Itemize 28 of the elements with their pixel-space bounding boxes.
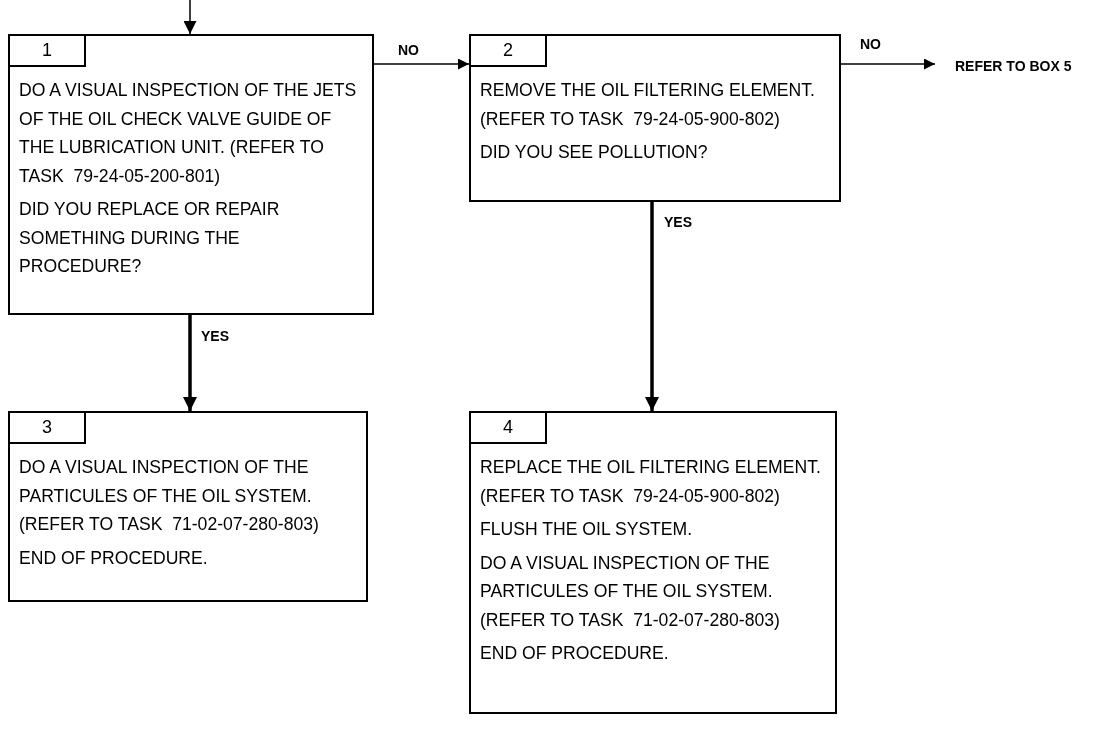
arrow (840, 58, 936, 70)
step-box (8, 411, 368, 602)
edge-label: YES (201, 328, 229, 344)
step-text: DO A VISUAL INSPECTION OF THE PARTICULES OF THE OIL SYSTEM. (REFER TO TASK 71-02-07-280-803) (480, 551, 781, 632)
step-text: END OF PROCEDURE. (19, 546, 209, 570)
edge-label: YES (664, 214, 692, 230)
step-text: DID YOU REPLACE OR REPAIR SOMETHING DURING THE PROCEDURE? (19, 198, 281, 278)
step-text: END OF PROCEDURE. (480, 642, 670, 665)
step-number: 1 (8, 34, 86, 67)
reference-text: REFER TO BOX 5 (955, 58, 1072, 74)
step-text: FLUSH THE OIL SYSTEM. (480, 518, 694, 541)
step-text: DID YOU SEE POLLUTION? (480, 141, 709, 164)
step-text: REMOVE THE OIL FILTERING ELEMENT. (REFER TO TASK 79-24-05-900-802) (480, 79, 816, 131)
step-text: REPLACE THE OIL FILTERING ELEMENT. (REFER TO TASK 79-24-05-900-802) (480, 456, 822, 508)
step-number: 4 (469, 411, 547, 444)
step-box (469, 411, 837, 714)
edge-label: NO (398, 42, 419, 58)
step-box (8, 34, 374, 315)
step-box (469, 34, 841, 202)
arrow (373, 58, 470, 70)
step-number: 3 (8, 411, 86, 444)
arrow (645, 202, 659, 411)
step-text: DO A VISUAL INSPECTION OF THE JETS OF THE OIL CHECK VALVE GUIDE OF THE LUBRICATION UNIT. (REFER TO TASK 79-24-05-200-801) (19, 79, 358, 188)
edge-label: NO (860, 36, 881, 52)
arrow (183, 0, 197, 35)
step-text: DO A VISUAL INSPECTION OF THE PARTICULES OF THE OIL SYSTEM. (REFER TO TASK 71-02-07-280-803) (19, 456, 320, 536)
arrow (183, 315, 197, 411)
step-number: 2 (469, 34, 547, 67)
